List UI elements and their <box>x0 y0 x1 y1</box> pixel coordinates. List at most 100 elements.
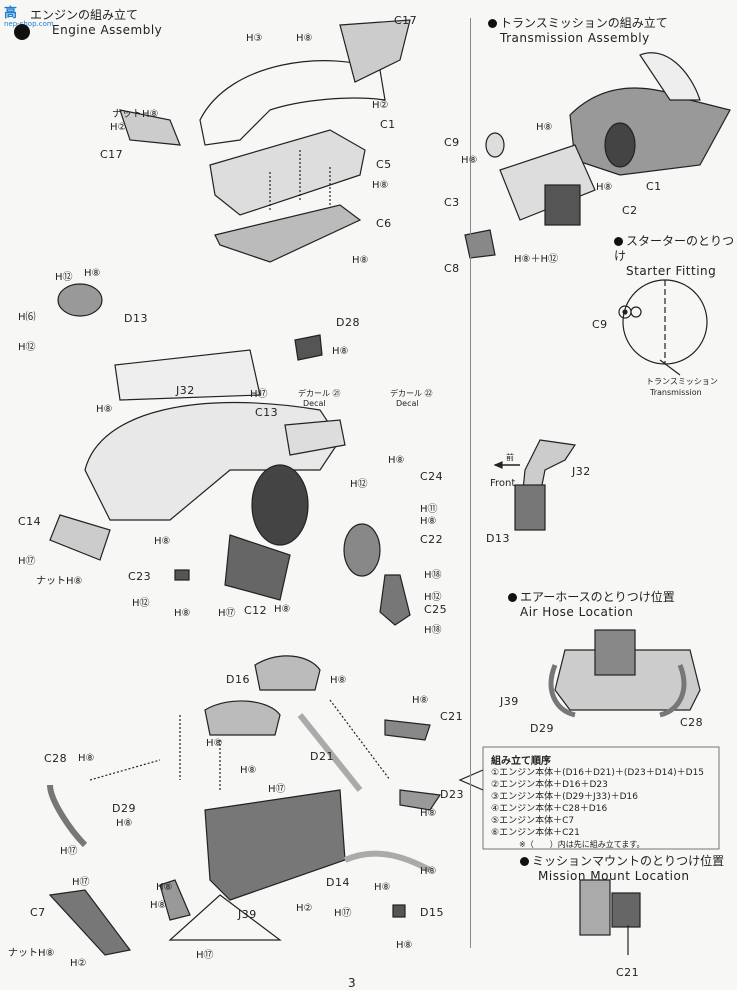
label-d29-air: D29 <box>530 722 554 735</box>
nut-h8-c14-label: H⑧ <box>66 576 83 587</box>
part-d23-shape <box>399 789 442 811</box>
nut-label: ナット <box>8 948 38 959</box>
engine-assembly-title-jp: エンジンの組み立て <box>30 8 139 22</box>
label-h8-j39: H⑧ <box>156 882 173 893</box>
label-decal21-jp: デカール ㉑ <box>298 389 341 398</box>
label-h8-h12: H⑧＋H⑫ <box>514 254 559 265</box>
part-c2-shape <box>544 184 581 226</box>
label-c9-trans: C9 <box>444 136 460 149</box>
label-h8-d16b: H⑧ <box>206 738 223 749</box>
label-h8-d14: H⑧ <box>420 866 437 877</box>
part-d14-shape <box>343 850 432 873</box>
label-j32: J32 <box>176 384 195 397</box>
bullet-icon <box>488 19 497 28</box>
part-c1-transmission-shape <box>604 122 636 168</box>
label-c7: C7 <box>30 906 46 919</box>
engine-body-shape <box>84 401 341 521</box>
fan-housing-shape <box>251 464 309 546</box>
label-c21-mount: C21 <box>616 966 640 979</box>
air-hose-fan-shape <box>594 629 636 676</box>
label-transmission-jp: トランスミッション <box>646 377 718 386</box>
watermark-logo: 高 nep-shop.com <box>2 2 58 52</box>
label-c14: C14 <box>18 515 42 528</box>
label-nut-h8-c7: ナットH⑧ <box>8 944 54 959</box>
part-c13-shape <box>284 419 346 456</box>
label-h3: H③ <box>246 33 263 44</box>
nut-h8-label: H⑧ <box>142 109 159 120</box>
column-divider <box>470 18 471 948</box>
part-d29-shape <box>159 879 191 921</box>
assembly-order-box <box>482 746 720 850</box>
part-c22-shape <box>343 523 381 577</box>
page-number: 3 <box>348 976 356 990</box>
label-c3: C3 <box>444 196 460 209</box>
engine-assembly-title-en: Engine Assembly <box>52 23 163 37</box>
label-c1: C1 <box>380 118 396 131</box>
label-nut-h8: ナットH⑧ <box>112 105 158 120</box>
label-c1-trans: C1 <box>646 180 662 193</box>
label-h8-c23: H⑧ <box>174 608 191 619</box>
label-h2-top: H② <box>372 100 389 111</box>
label-c28: C28 <box>44 752 68 765</box>
nut-label: ナット <box>112 109 142 120</box>
part-c7-shape <box>48 889 132 956</box>
label-h12-lower: H⑫ <box>18 342 36 353</box>
label-h77-d15: H⑰ <box>334 908 352 919</box>
watermark-url: nep-shop.com <box>4 20 54 28</box>
part-c17-right-shape <box>339 19 411 83</box>
part-j32-shape <box>114 349 261 401</box>
label-nut-h8-c14: ナットH⑧ <box>36 572 82 587</box>
label-d13-front: D13 <box>486 532 510 545</box>
air-hose-title-en: Air Hose Location <box>520 605 634 619</box>
label-h8-engine: H⑧ <box>96 404 113 415</box>
label-h61: H⑹ <box>18 312 36 323</box>
mission-mount-block-shape <box>579 879 611 936</box>
assembly-step-3: ③エンジン本体＋(D29＋J33)＋D16 <box>491 792 638 802</box>
part-c17-left-shape <box>119 109 181 146</box>
label-h8-d23: H⑧ <box>420 808 437 819</box>
label-c6: C6 <box>376 217 392 230</box>
assembly-step-4: ④エンジン本体＋C28＋D16 <box>491 804 608 814</box>
label-front-jp: 前 <box>506 453 514 462</box>
label-h8-c9: H⑧ <box>461 155 478 166</box>
mission-mount-title: ミッションマウントのとりつけ位置 Mission Mount Location <box>520 854 724 884</box>
label-h8-d13: H⑧ <box>84 268 101 279</box>
label-transmission-en: Transmission <box>650 388 702 397</box>
part-c21-shape <box>384 719 431 741</box>
label-h77-c12: H⑰ <box>218 608 236 619</box>
label-d15: D15 <box>420 906 444 919</box>
label-h77-c28: H⑰ <box>60 846 78 857</box>
transmission-case-shape <box>569 87 731 176</box>
label-h8-c14: H⑧ <box>154 536 171 547</box>
label-c25: C25 <box>424 603 448 616</box>
part-c28-shape <box>47 784 88 848</box>
mission-mount-title-en: Mission Mount Location <box>538 869 690 883</box>
front-view-d13-shape <box>514 484 546 531</box>
label-decal22-jp: デカール ㉒ <box>390 389 433 398</box>
part-d15-shape <box>392 904 406 918</box>
starter-title-en: Starter Fitting <box>626 264 717 278</box>
label-d29: D29 <box>112 802 136 815</box>
label-d14: D14 <box>326 876 350 889</box>
label-c13: C13 <box>255 406 279 419</box>
nut-label: ナット <box>36 576 66 587</box>
label-h8-d16: H⑧ <box>330 675 347 686</box>
label-decal22-en: Decal <box>396 399 419 408</box>
label-h11: H⑪ <box>420 504 438 515</box>
engine-block-upper-shape <box>209 129 366 216</box>
transmission-title-jp: トランスミッションの組み立て <box>500 16 668 30</box>
engine-base-shape <box>214 204 362 263</box>
nut-h8-c7-label: H⑧ <box>38 948 55 959</box>
label-c17-left: C17 <box>100 148 124 161</box>
mission-mount-title-jp: ミッションマウントのとりつけ位置 <box>532 854 725 868</box>
label-d28: D28 <box>336 316 360 329</box>
label-h77-engine: H⑰ <box>268 784 286 795</box>
label-h18-top: H⑱ <box>424 570 442 581</box>
watermark-mark: 高 <box>4 6 19 21</box>
part-c9-shape <box>485 132 505 158</box>
engine-step-badge-icon <box>14 24 30 40</box>
label-c2: C2 <box>622 204 638 217</box>
assembly-order: 組み立て順序 ①エンジン本体＋(D16＋D21)＋(D23＋D14)＋D15 ②… <box>483 747 719 849</box>
bell-housing-shape <box>639 52 701 101</box>
